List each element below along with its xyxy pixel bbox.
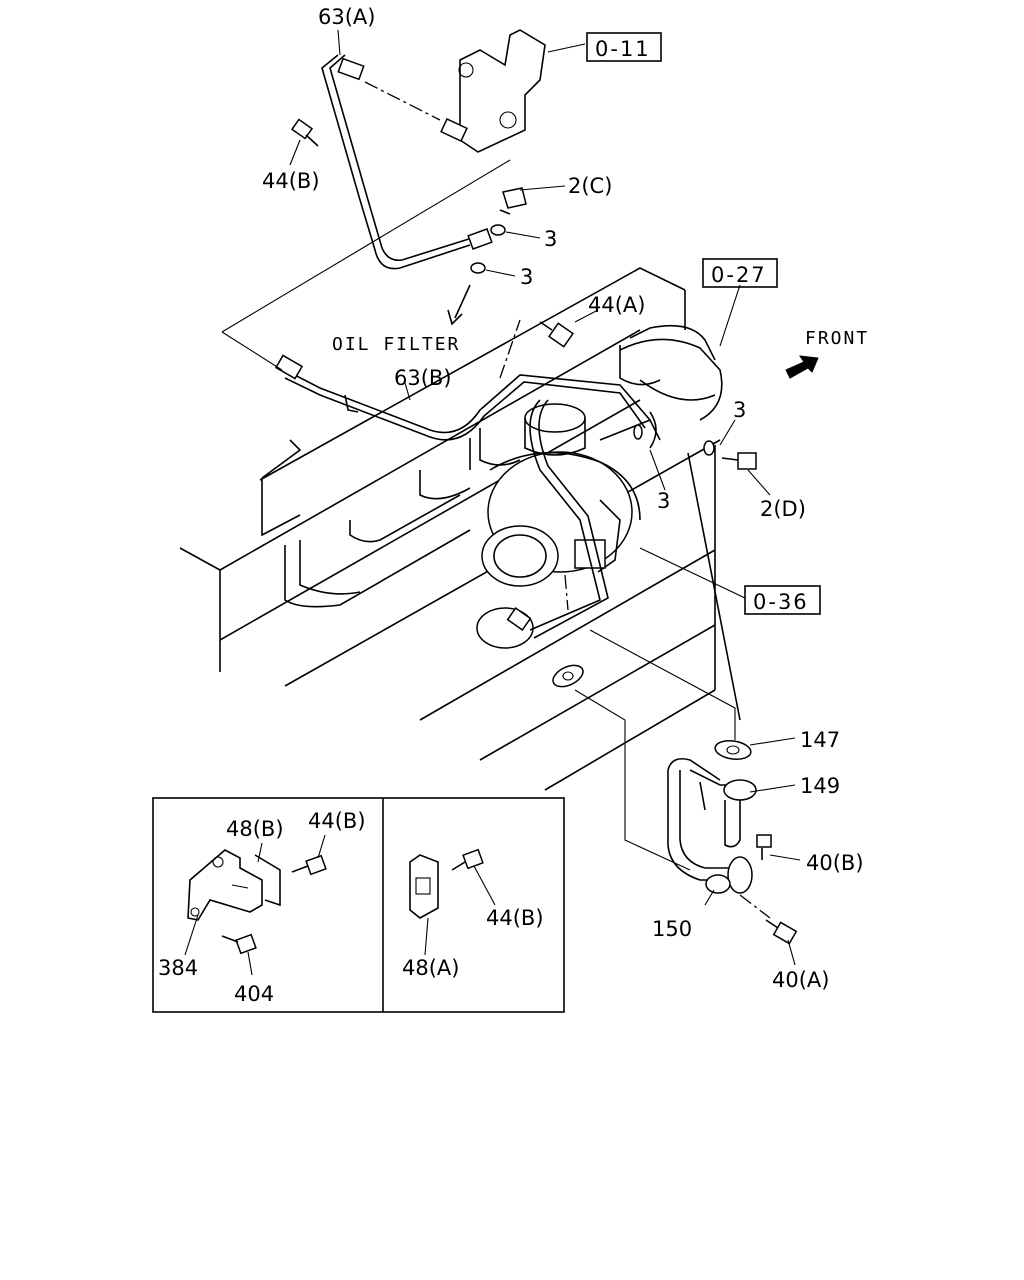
label-44a: 44(A) xyxy=(588,293,645,317)
label-2d: 2(D) xyxy=(760,497,806,521)
inset1-label-384: 384 xyxy=(158,956,198,980)
label-147: 147 xyxy=(800,728,840,752)
oil-feed-pipe-63a xyxy=(321,54,493,270)
ref-box-0-36 xyxy=(744,585,821,615)
oil-return-pipe-149 xyxy=(689,769,757,848)
label-3-a: 3 xyxy=(544,227,557,251)
gaskets xyxy=(470,224,752,761)
ref-0-36: 0-36 xyxy=(753,590,809,614)
inset1-label-404: 404 xyxy=(234,982,274,1006)
oil-return-pipe-150 xyxy=(667,757,753,894)
label-3-c: 3 xyxy=(733,398,746,422)
label-3-b: 3 xyxy=(520,265,533,289)
label-63a: 63(A) xyxy=(318,5,375,29)
label-44b-top: 44(B) xyxy=(262,169,320,193)
ref-0-27: 0-27 xyxy=(711,263,767,287)
front-arrow-icon xyxy=(785,355,819,379)
label-2c: 2(C) xyxy=(568,174,612,198)
leader-lines xyxy=(221,29,801,966)
inset2-label-44b: 44(B) xyxy=(486,906,544,930)
inset2-label-48a: 48(A) xyxy=(402,956,459,980)
label-3-d: 3 xyxy=(657,489,670,513)
engine-block xyxy=(179,267,741,791)
inset1-label-44b: 44(B) xyxy=(308,809,366,833)
label-oil-filter: OIL FILTER xyxy=(332,334,460,355)
inset1-label-48b: 48(B) xyxy=(226,817,284,841)
label-front: FRONT xyxy=(805,328,869,349)
label-150: 150 xyxy=(652,917,692,941)
ref-box-0-27 xyxy=(702,258,778,288)
oil-feed-pipe-63b xyxy=(274,354,651,441)
reference-boxes: 0-11 0-27 0-36 xyxy=(586,32,821,615)
label-149: 149 xyxy=(800,774,840,798)
ref-0-11: 0-11 xyxy=(595,37,651,61)
label-40a: 40(A) xyxy=(772,968,829,992)
turbo-oil-lines xyxy=(506,399,609,639)
label-40b: 40(B) xyxy=(806,851,864,875)
bolts xyxy=(290,29,798,945)
ref-box-0-11 xyxy=(586,32,662,62)
label-63b: 63(B) xyxy=(394,366,452,390)
turbocharger xyxy=(476,403,661,649)
inset-boxes xyxy=(152,797,565,1013)
part-labels: 63(A) 44(B) 2(C) 3 3 44(A) OIL FILTER 63… xyxy=(158,5,869,1006)
